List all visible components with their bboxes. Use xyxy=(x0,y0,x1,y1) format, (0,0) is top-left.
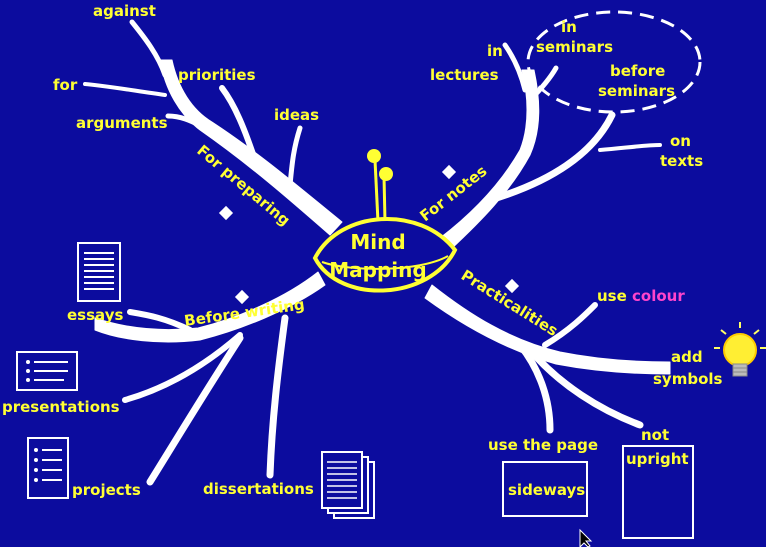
twig-dissertations xyxy=(266,314,289,479)
center-node: Mind Mapping xyxy=(312,149,458,293)
upright-page-box xyxy=(622,445,694,539)
mouse-cursor-icon xyxy=(579,528,593,547)
label-before-seminars-line2: seminars xyxy=(598,82,675,100)
label-before-seminars-line1: before xyxy=(610,62,665,80)
center-title-line1: Mind xyxy=(350,230,405,254)
light-bulb-icon xyxy=(714,322,766,377)
label-on-texts-line1: on xyxy=(670,132,691,150)
branch-for-preparing xyxy=(159,59,343,236)
project-list-icon xyxy=(27,437,69,499)
label-against: against xyxy=(93,2,156,20)
label-add-symbols-line2: symbols xyxy=(653,370,723,388)
twig-essays xyxy=(127,309,193,333)
pin-1 xyxy=(367,149,381,163)
label-not: not xyxy=(641,426,669,444)
twig-lectures xyxy=(502,42,528,93)
label-upright: upright xyxy=(626,450,689,468)
label-dissertations: dissertations xyxy=(203,480,314,498)
pin-2 xyxy=(379,167,393,181)
branch-before-writing xyxy=(94,271,326,343)
label-in-lectures-line2: lectures xyxy=(430,66,499,84)
label-in-lectures-line1: in xyxy=(487,42,503,60)
center-lens-inner xyxy=(321,255,449,270)
branch-practicalities xyxy=(424,284,671,375)
label-on-texts-line2: texts xyxy=(660,152,703,170)
label-presentations: presentations xyxy=(2,398,120,416)
twig-not-upright xyxy=(526,346,644,429)
branch-for-notes xyxy=(439,69,540,251)
presentation-slide-icon xyxy=(16,351,78,391)
diamond-1 xyxy=(218,205,234,221)
label-for: for xyxy=(53,76,78,94)
label-arguments: arguments xyxy=(76,114,168,132)
twig-priorities xyxy=(219,85,258,163)
sideways-page-box xyxy=(502,461,588,517)
twig-on-texts xyxy=(486,111,616,204)
label-projects: projects xyxy=(72,481,141,499)
twig-for xyxy=(83,82,167,97)
label-ideas: ideas xyxy=(274,106,319,124)
branches xyxy=(83,19,671,486)
center-title-line2: Mapping xyxy=(329,258,426,282)
twig-arguments xyxy=(165,113,208,131)
label-use-the-page: use the page xyxy=(488,436,598,454)
label-in-seminars-line2: seminars xyxy=(536,38,613,56)
label-essays: essays xyxy=(67,306,123,324)
dissertation-stack-icon xyxy=(321,451,375,519)
label-colour: colour xyxy=(632,287,685,305)
twig-ideas xyxy=(287,125,303,188)
twig-texts-end xyxy=(598,143,662,152)
label-use: use xyxy=(597,287,627,305)
twig-against xyxy=(129,19,168,78)
twig-use-the-page xyxy=(516,341,554,434)
label-priorities: priorities xyxy=(178,66,256,84)
twig-seminars xyxy=(527,65,559,103)
label-sideways: sideways xyxy=(508,481,585,499)
twig-presentations xyxy=(122,332,243,403)
diamond-3 xyxy=(234,289,250,305)
label-in-seminars-line1: in xyxy=(561,18,577,36)
center-lens-shape xyxy=(312,217,458,293)
twig-projects xyxy=(146,334,244,486)
diamond-4 xyxy=(504,278,520,294)
essay-document-icon xyxy=(77,242,121,302)
label-add-symbols-line1: add xyxy=(671,348,703,366)
twig-use-colour xyxy=(542,302,598,348)
seminars-dashed-oval xyxy=(526,10,702,114)
diamond-2 xyxy=(441,164,457,180)
